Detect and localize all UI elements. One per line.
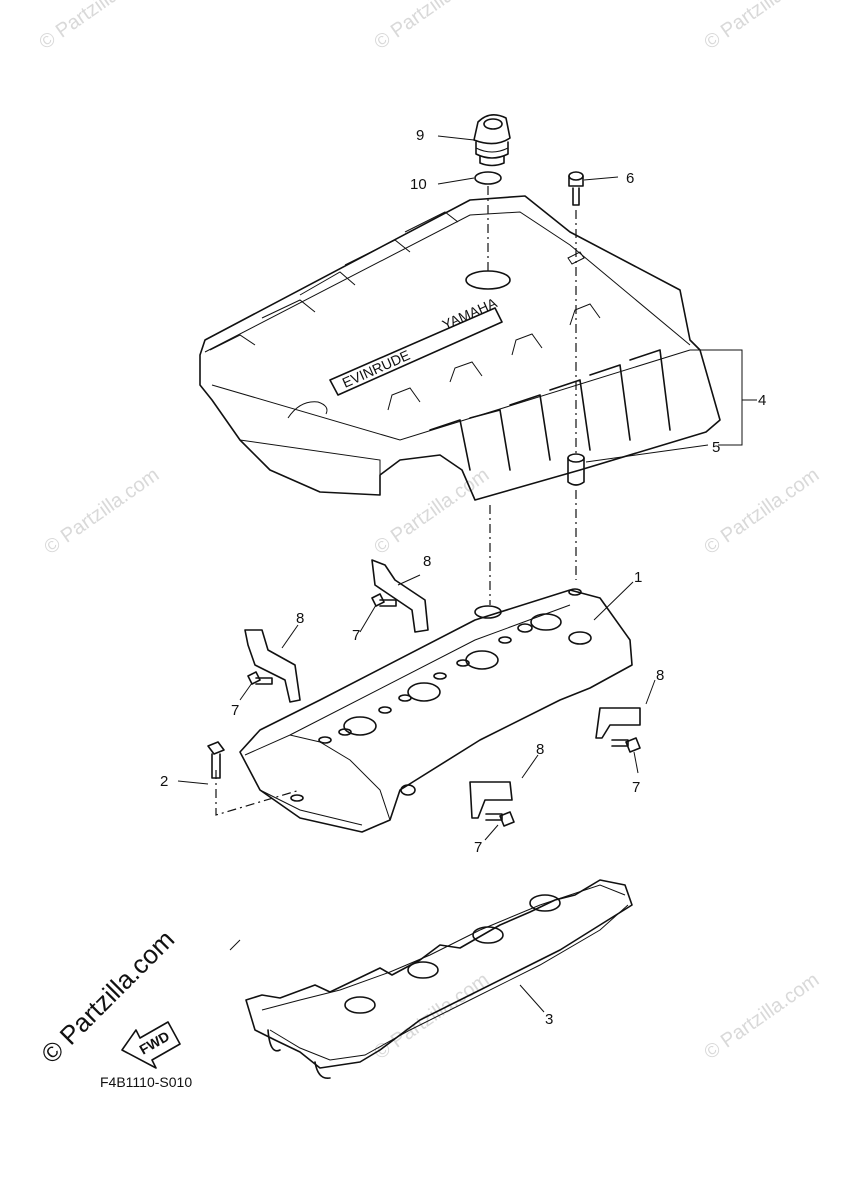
watermarks: © Partzilla.com © Partzilla.com © Partzi…	[35, 0, 823, 1064]
callout-8: 8	[296, 610, 304, 627]
bolt-part	[247, 671, 273, 685]
gasket-part	[229, 879, 633, 1079]
bolt-part	[611, 737, 641, 753]
callout-4: 4	[758, 392, 766, 409]
diagram-code: F4B1110-S010	[100, 1074, 192, 1090]
watermark-text: © Partzilla.com	[40, 464, 163, 559]
cylinder-head-cover-part	[239, 588, 633, 833]
callout-7: 7	[474, 839, 482, 856]
callout-3: 3	[545, 1011, 553, 1028]
watermark-text: © Partzilla.com	[370, 464, 493, 559]
watermark-text: © Partzilla.com	[370, 0, 493, 54]
o-ring-part	[474, 171, 502, 185]
watermark-text: © Partzilla.com	[35, 0, 158, 54]
callout-labels: 9 10 6 4 5 1 8 7 8 7 8 7 8 7 2 3	[160, 127, 766, 1028]
callout-8: 8	[656, 667, 664, 684]
screw-part	[568, 171, 584, 206]
callout-7: 7	[632, 779, 640, 796]
callout-6: 6	[626, 170, 634, 187]
leader-lines	[177, 135, 757, 1013]
callout-10: 10	[410, 176, 427, 193]
bolt-part	[485, 811, 515, 827]
fwd-label: FWD	[137, 1028, 173, 1058]
callout-8: 8	[423, 553, 431, 570]
watermark-text: © Partzilla.com	[700, 969, 823, 1064]
callout-2: 2	[160, 773, 168, 790]
callout-5: 5	[712, 439, 720, 456]
bolt-part	[207, 741, 225, 779]
bracket-part	[244, 559, 641, 819]
callout-8: 8	[536, 741, 544, 758]
bolt-part	[371, 593, 397, 607]
callout-1: 1	[634, 569, 642, 586]
callout-7: 7	[231, 702, 239, 719]
watermark-text: © Partzilla.com	[700, 464, 823, 559]
fwd-arrow-icon: FWD	[121, 1021, 181, 1069]
oil-filler-cap-part	[473, 114, 511, 167]
watermark-text: © Partzilla.com	[370, 969, 493, 1064]
callout-7: 7	[352, 627, 360, 644]
callout-9: 9	[416, 127, 424, 144]
grommet-part	[567, 453, 585, 486]
cover-logo-text: EVINRUDE	[340, 347, 413, 391]
watermark-text: © Partzilla.com	[700, 0, 823, 54]
